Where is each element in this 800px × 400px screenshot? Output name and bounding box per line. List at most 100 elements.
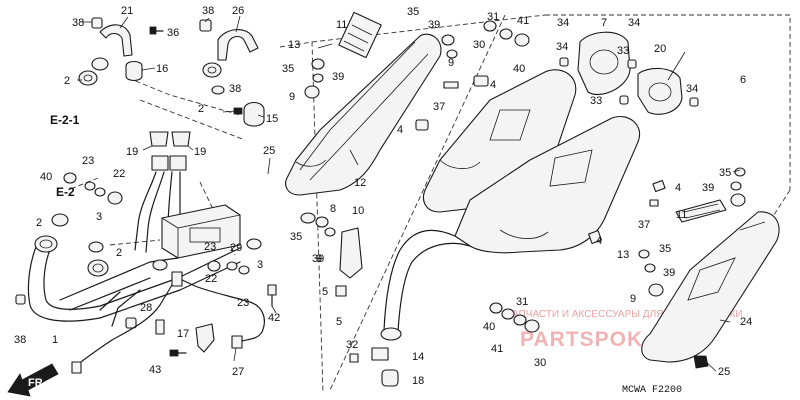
callout: 38 [202,5,214,17]
callout: 34 [628,17,640,29]
callout: 4 [596,235,602,247]
callout: 41 [491,343,503,355]
leader-lines [77,15,741,372]
callout: 34 [557,17,569,29]
right-lower-fasteners [489,167,746,333]
upper-left-parts [78,17,265,127]
callout: 38 [72,17,84,29]
callout: 35 [407,6,419,18]
callout-numbers: 38 21 36 2 16 38 26 2 38 15 19 19 25 40 … [14,5,752,387]
callout: 9 [448,57,454,69]
callout: 2 [198,103,204,115]
callout: 19 [194,146,206,158]
callout: 29 [230,242,242,254]
center-fasteners [300,20,530,387]
callout: 43 [149,364,161,376]
callout: 30 [534,357,546,369]
callout: 25 [263,145,275,157]
callout: 42 [268,312,280,324]
callout: 3 [257,259,263,271]
callout: 31 [516,296,528,308]
callout: 9 [316,253,322,265]
callout: 38 [14,334,26,346]
callout: 9 [289,91,295,103]
oxygen-sensors [71,271,265,374]
callout: 39 [428,19,440,31]
callout: 37 [638,219,650,231]
callout: 35 [282,63,294,75]
callout: 31 [487,11,499,23]
ref-label-e-2: E-2 [56,185,75,199]
callout: 23 [82,155,94,167]
callout: 24 [740,316,752,328]
callout: 40 [40,171,52,183]
callout: 2 [36,217,42,229]
callout: 35 [719,167,731,179]
callout: 8 [330,203,336,215]
callout: 4 [675,182,681,194]
callout: 15 [266,113,278,125]
callout: 11 [336,19,347,31]
callout: 39 [663,267,675,279]
callout: 10 [352,205,364,217]
drawing-code: MCWA F2200 [622,385,682,396]
callout: 30 [473,39,485,51]
callout: 23 [204,241,216,253]
callout: 17 [177,328,189,340]
callout: 33 [617,45,629,57]
callout: 12 [354,177,366,189]
right-silencer [380,116,641,341]
callout: 14 [412,351,424,363]
callout: 5 [336,316,342,328]
callout: 13 [617,249,629,261]
callout: 2 [116,247,122,259]
callout: 18 [412,375,424,387]
ref-label-e-2-1: E-2-1 [50,113,80,127]
callout: 40 [513,63,525,75]
callout: 32 [346,339,358,351]
callout: 35 [290,231,302,243]
callout: 4 [490,79,496,91]
callout: 36 [167,27,179,39]
callout: 2 [64,75,70,87]
exhaust-header-assembly [27,171,241,327]
watermark-brand-text: PARTSPOK.RU [520,328,682,351]
callout: 35 [659,243,671,255]
callout: 13 [288,39,300,51]
callout: 39 [312,253,324,265]
callout: 6 [740,74,746,86]
front-direction-label: FR. [28,377,46,389]
callout: 33 [590,95,602,107]
right-muffler [641,199,780,369]
callout: 20 [654,43,666,55]
rubber-mounts [149,131,191,171]
rear-end-plates [559,31,699,115]
callout: 34 [556,41,568,53]
callout: 28 [140,302,152,314]
front-direction-arrow: FR. [7,363,59,397]
callout: 21 [121,5,133,17]
callout: 39 [702,182,714,194]
callout: 34 [686,83,698,95]
callout: 4 [397,124,403,136]
callout: 7 [601,17,607,29]
callout: 1 [52,334,58,346]
callout: 19 [126,146,138,158]
callout: 16 [156,63,168,75]
left-heat-shield [285,11,442,196]
callout: 26 [232,5,244,17]
callout: 11 [676,209,687,221]
callout: 5 [322,286,328,298]
callout: 9 [630,293,636,305]
callout: 39 [332,71,344,83]
callout: 37 [433,101,445,113]
left-fasteners [15,172,277,329]
callout: 3 [96,211,102,223]
callout: 22 [205,273,217,285]
callout: 25 [718,366,730,378]
callout: 41 [517,15,529,27]
callout: 27 [232,366,244,378]
callout: 38 [229,83,241,95]
callout: 23 [237,297,249,309]
